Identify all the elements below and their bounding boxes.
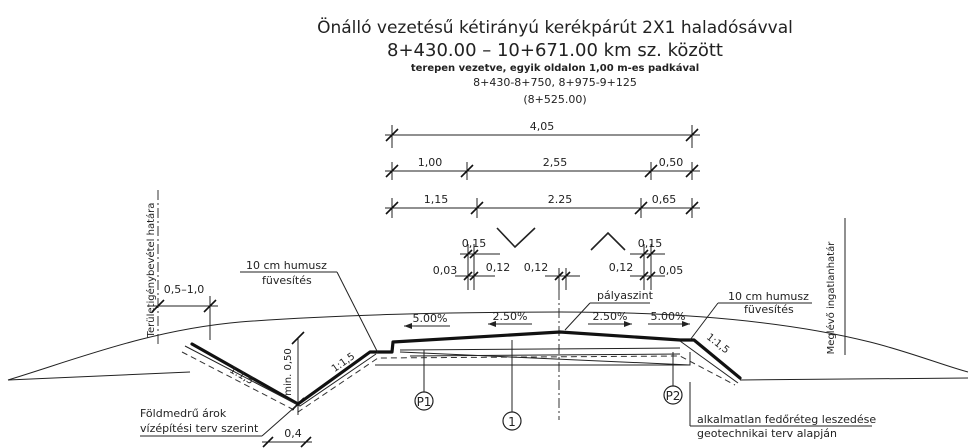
- dim-total-label: 4,05: [530, 120, 555, 133]
- strip-label-1: alkalmatlan fedőréteg leszedése: [697, 413, 876, 426]
- marker-1: 1: [502, 340, 522, 431]
- dim-tl-a: 0,15: [462, 237, 487, 250]
- slope-arrow-right-shoulder: 5.00%: [648, 310, 690, 327]
- dimension-row-2: 1,00 2,55 0,50: [385, 156, 700, 180]
- slope-arrow-left-shoulder: 5.00%: [404, 312, 450, 329]
- detail-dims-center: 0,12 0,12: [524, 261, 634, 290]
- dim-row3-a: 1,15: [424, 193, 449, 206]
- dim-tr-b: 0,05: [659, 264, 684, 277]
- slope-arrow-right-lane: 2.50%: [588, 310, 632, 327]
- dim-bottom-width: 0,4: [284, 427, 302, 440]
- title-line4: 8+430-8+750, 8+975-9+125: [473, 76, 637, 89]
- slope-right-shoulder: 5.00%: [651, 310, 686, 323]
- dim-tl-b: 0,03: [433, 264, 458, 277]
- road-profile: [190, 330, 742, 406]
- left-offset-dim: 0,5–1,0: [150, 283, 218, 340]
- ditch-label-2: vízépítési terv szerint: [140, 422, 259, 435]
- dimension-row-3: 1,15 2.25 0,65: [385, 193, 700, 218]
- marker-p2: P2: [663, 352, 683, 405]
- marker-p1-label: P1: [417, 395, 432, 409]
- dim-center-right: 0,12: [609, 261, 634, 274]
- detail-dims-right: 0,15 0,05: [630, 237, 683, 290]
- humus-right-1: 10 cm humusz: [728, 290, 809, 303]
- humus-left-leader: [336, 271, 379, 354]
- title-line2: 8+430.00 – 10+671.00 km sz. között: [387, 40, 723, 61]
- dim-tr-a: 0,15: [638, 237, 663, 250]
- ground-right: [739, 377, 969, 381]
- ditch-label-1: Földmedrű árok: [140, 407, 227, 420]
- dim-row3-c: 0,65: [652, 193, 677, 206]
- marker-p2-label: P2: [666, 389, 681, 403]
- detail-v-left: [496, 227, 536, 249]
- teruleti-label: Területigénybevétel határa: [145, 203, 157, 339]
- meglevo-label: Meglévő ingatlanhatár: [825, 241, 837, 355]
- dim-row2-b: 2,55: [543, 156, 568, 169]
- dim-left-offset: 0,5–1,0: [164, 283, 205, 296]
- ditch-label-leader: [261, 405, 297, 437]
- subgrade-layers: [181, 340, 739, 415]
- palyaszint-leader: [564, 302, 591, 331]
- dim-tl-c: 0,12: [486, 261, 511, 274]
- title-line5: (8+525.00): [523, 93, 586, 106]
- marker-1-label: 1: [508, 415, 516, 429]
- slope-left-lane: 2.50%: [493, 310, 528, 323]
- bottom-width-dim: 0,4: [262, 427, 312, 448]
- title-line1: Önálló vezetésű kétirányú kerékpárút 2X1…: [317, 16, 793, 38]
- slope-left-shoulder: 5.00%: [413, 312, 448, 325]
- humus-right-leader: [689, 302, 719, 341]
- humus-right-2: füvesítés: [744, 303, 794, 316]
- ditch-depth-label: min. 0,50: [283, 348, 294, 395]
- humus-left-2: füvesítés: [262, 274, 312, 287]
- slope-arrow-left-lane: 2.50%: [488, 310, 532, 327]
- palyaszint-label: pályaszint: [597, 289, 654, 302]
- detail-v-right: [590, 231, 626, 251]
- slope-ditch-left: 1:1,5: [227, 365, 255, 387]
- humus-left-1: 10 cm humusz: [246, 259, 327, 272]
- dim-row3-b: 2.25: [548, 193, 573, 206]
- dim-center-left: 0,12: [524, 261, 549, 274]
- title-line3: terepen vezetve, egyik oldalon 1,00 m-es…: [411, 62, 699, 74]
- dim-row2-c: 0,50: [659, 156, 684, 169]
- detail-dims-left: 0,15 0,03 0,12: [433, 237, 511, 290]
- dim-row2-a: 1,00: [418, 156, 443, 169]
- marker-p1: P1: [414, 350, 434, 411]
- slope-right-lane: 2.50%: [593, 310, 628, 323]
- strip-label-2: geotechnikai terv alapján: [697, 427, 837, 440]
- ground-left: [7, 371, 191, 381]
- dimension-total: 4,05: [385, 120, 700, 148]
